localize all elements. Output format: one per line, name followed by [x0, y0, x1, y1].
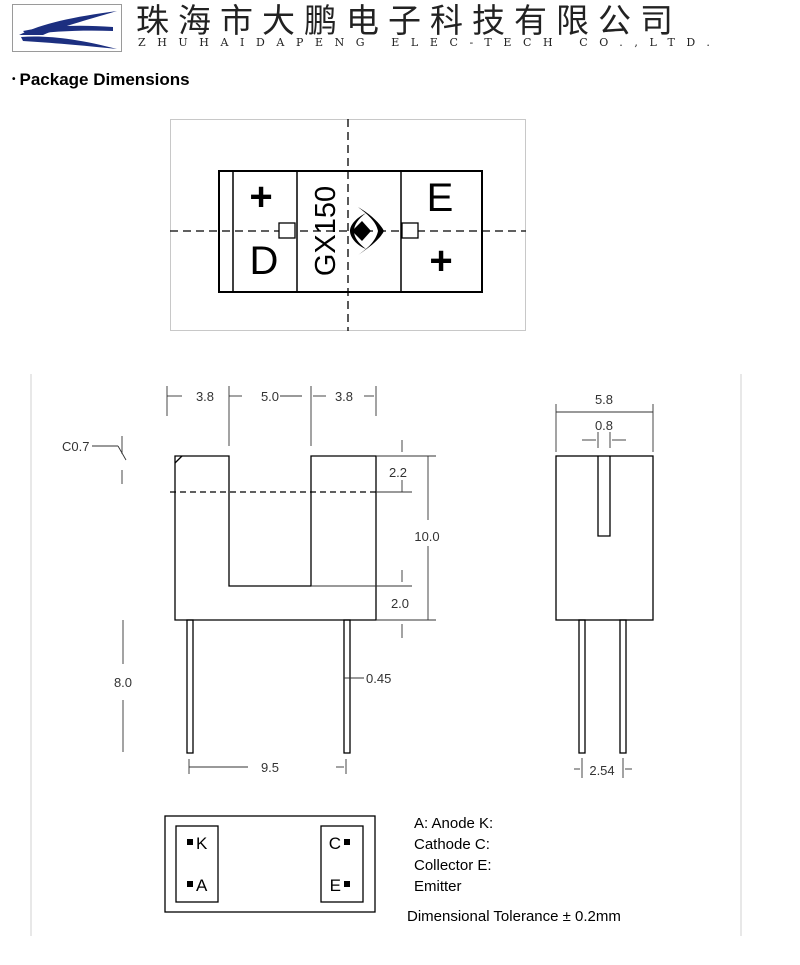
pin-a-dot-icon — [187, 881, 193, 887]
top-right-letter-e: E — [427, 176, 454, 220]
left-aperture — [278, 222, 296, 239]
side-view-dimensions — [555, 404, 654, 778]
dim-lead-pitch: 9.5 — [261, 760, 279, 775]
right-aperture — [401, 222, 419, 239]
legend-line-2: Cathode C: — [414, 836, 490, 853]
front-view-dimensions — [92, 386, 436, 774]
dim-side-slit: 0.8 — [595, 418, 613, 433]
lead-right — [343, 619, 351, 754]
lead-left — [186, 619, 194, 754]
dimension-drawing: 3.8 5.0 3.8 C0.7 2.2 10.0 2.0 8.0 0.45 9… — [30, 374, 742, 936]
dim-lead-length: 8.0 — [114, 675, 132, 690]
section-title: Package Dimensions — [19, 70, 190, 89]
side-lead-right — [619, 619, 627, 754]
brand-mark-icon — [350, 207, 384, 255]
letterhead: 珠海市大鹏电子科技有限公司 ZHUHAIDAPENG ELEC-TECH CO.… — [0, 0, 800, 62]
dim-slot-width: 5.0 — [261, 389, 279, 404]
front-view — [170, 455, 377, 754]
company-name-english: ZHUHAIDAPENG ELEC-TECH CO.,LTD. — [138, 36, 722, 49]
pin-legend: A: Anode K: Cathode C: Collector E: Emit… — [414, 813, 493, 897]
dim-side-width: 5.8 — [595, 392, 613, 407]
pin-a-label: A — [196, 876, 208, 895]
top-left-plus: + — [249, 175, 272, 219]
dim-height: 10.0 — [414, 529, 439, 544]
legend-line-1: A: Anode K: — [414, 815, 494, 832]
pin-k-label: K — [196, 834, 208, 853]
dim-left-width: 3.8 — [196, 389, 214, 404]
side-lead-left — [578, 619, 586, 754]
pin-k-dot-icon — [187, 839, 193, 845]
pin-e-dot-icon — [344, 881, 350, 887]
bottom-view — [164, 815, 376, 913]
dim-slot-top: 2.2 — [389, 465, 407, 480]
bullet-icon: • — [12, 74, 16, 85]
top-left-letter-d: D — [250, 239, 279, 283]
dim-chamfer: C0.7 — [62, 439, 89, 454]
top-view-drawing: + D E + GX150 — [170, 119, 526, 331]
bottom-view-body — [164, 815, 376, 913]
legend-line-4: Emitter — [414, 878, 462, 895]
dim-side-lead-pitch: 2.54 — [589, 763, 614, 778]
pin-c-dot-icon — [344, 839, 350, 845]
bottom-view-left-pad — [175, 825, 219, 903]
company-logo — [12, 4, 122, 52]
part-marking: GX150 — [310, 186, 342, 276]
bird-logo-icon — [19, 11, 117, 49]
dim-right-width: 3.8 — [335, 389, 353, 404]
dim-lead-width: 0.45 — [366, 671, 391, 686]
side-view-slit — [597, 456, 611, 537]
front-view-body — [174, 455, 377, 621]
side-view — [555, 455, 654, 754]
side-view-body — [555, 455, 654, 621]
company-name-chinese: 珠海市大鹏电子科技有限公司 — [136, 1, 682, 40]
pin-e-label: E — [330, 876, 341, 895]
legend-line-3: Collector E: — [414, 857, 492, 874]
section-heading: •Package Dimensions — [12, 70, 190, 90]
bottom-view-right-pad — [320, 825, 364, 903]
top-right-plus: + — [429, 239, 452, 283]
tolerance-note: Dimensional Tolerance ± 0.2mm — [407, 908, 621, 925]
dim-slot-bottom: 2.0 — [391, 596, 409, 611]
pin-c-label: C — [329, 834, 341, 853]
